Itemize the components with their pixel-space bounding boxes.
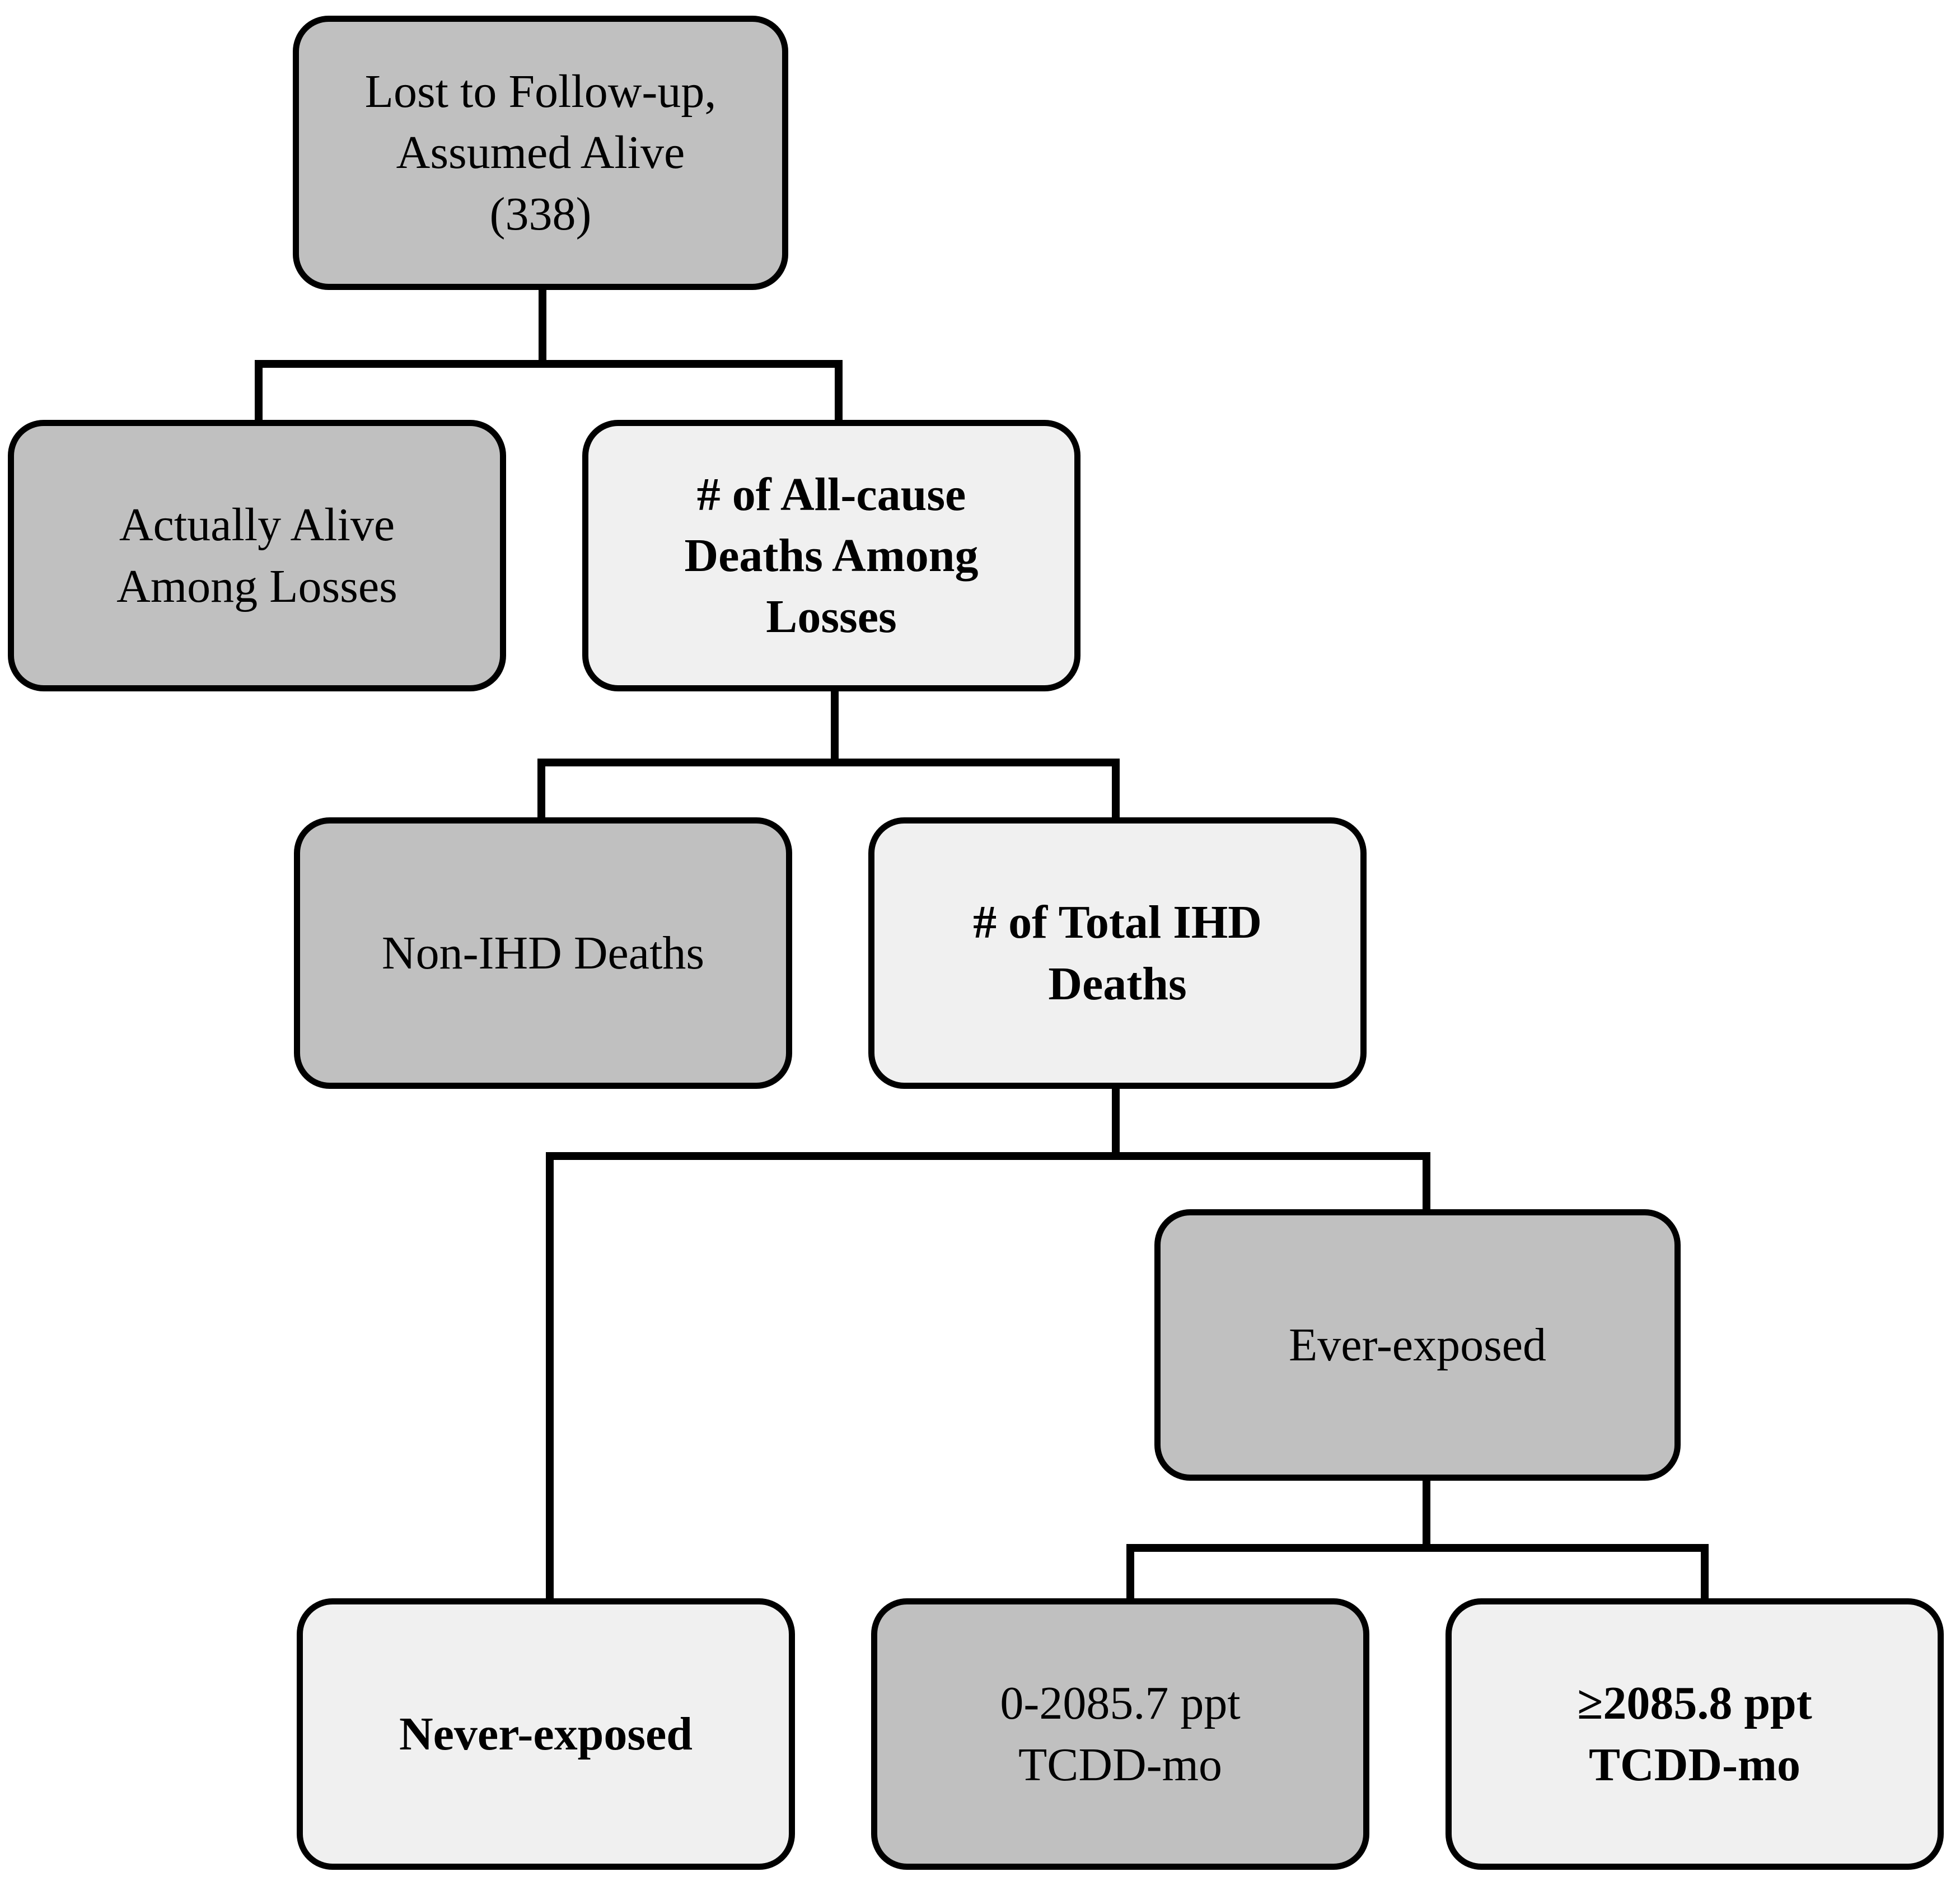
node-non-ihd-deaths[interactable]: Non-IHD Deaths (294, 817, 792, 1089)
node-never-exposed[interactable]: Never-exposed (297, 1598, 795, 1870)
node-ever-exposed-label: Ever-exposed (1288, 1318, 1547, 1371)
node-tcdd-low-label: 0-2085.7 ppt TCDD-mo (1000, 1677, 1241, 1791)
node-lost-to-followup-label: Lost to Follow-up, Assumed Alive (338) (364, 65, 717, 240)
connector-lost-to-followup-bar (255, 360, 843, 368)
connector-all-cause-stem (831, 684, 839, 762)
connector-to-actually-alive (255, 360, 263, 422)
node-actually-alive-label: Actually Alive Among Losses (116, 499, 397, 612)
node-ever-exposed[interactable]: Ever-exposed (1154, 1209, 1681, 1481)
node-tcdd-high-label: ≥2085.8 ppt TCDD-mo (1577, 1677, 1812, 1791)
connector-to-tcdd-low (1126, 1544, 1134, 1606)
connector-to-tcdd-high (1701, 1544, 1709, 1606)
connector-total-ihd-bar (546, 1152, 1430, 1160)
node-non-ihd-deaths-label: Non-IHD Deaths (381, 927, 705, 979)
connector-ever-exposed-stem (1423, 1470, 1430, 1548)
node-actually-alive[interactable]: Actually Alive Among Losses (8, 420, 506, 691)
connector-total-ihd-stem (1112, 1078, 1120, 1156)
node-never-exposed-label: Never-exposed (399, 1707, 693, 1760)
connector-ever-exposed-bar (1126, 1544, 1709, 1552)
connector-to-never-exposed (546, 1152, 554, 1606)
node-tcdd-high[interactable]: ≥2085.8 ppt TCDD-mo (1446, 1598, 1944, 1870)
node-tcdd-low[interactable]: 0-2085.7 ppt TCDD-mo (871, 1598, 1369, 1870)
connector-all-cause-bar (537, 759, 1120, 766)
connector-to-all-cause-deaths (835, 360, 843, 422)
node-lost-to-followup[interactable]: Lost to Follow-up, Assumed Alive (338) (293, 16, 788, 290)
connector-to-non-ihd (537, 759, 545, 820)
node-total-ihd-deaths[interactable]: # of Total IHD Deaths (868, 817, 1367, 1089)
connector-to-total-ihd (1112, 759, 1120, 820)
connector-lost-to-followup-stem (539, 286, 546, 364)
node-all-cause-deaths-label: # of All-cause Deaths Among Losses (684, 468, 979, 643)
node-total-ihd-deaths-label: # of Total IHD Deaths (973, 896, 1262, 1010)
node-all-cause-deaths[interactable]: # of All-cause Deaths Among Losses (582, 420, 1080, 691)
